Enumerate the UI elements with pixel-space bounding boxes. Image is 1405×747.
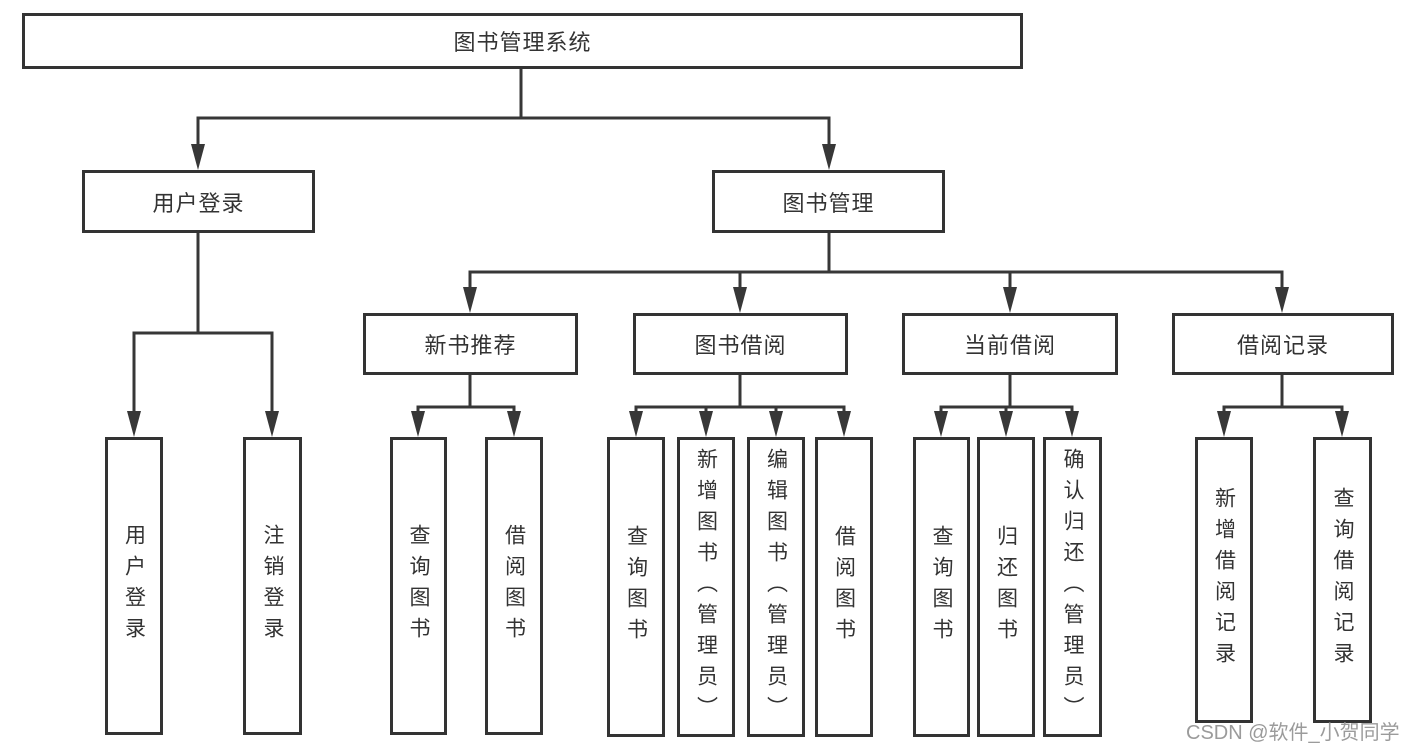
connector-borrowing-records-children — [1217, 375, 1349, 437]
node-book-management: 图书管理 — [712, 170, 945, 233]
leaf-query-books-3: 查询图书 — [913, 437, 970, 737]
leaf-query-borrow-record: 查询借阅记录 — [1313, 437, 1372, 723]
node-label: 新书推荐 — [424, 333, 517, 358]
arrowhead — [127, 411, 141, 437]
node-library-management-system: 图书管理系统 — [22, 13, 1023, 69]
node-label: 当前借阅 — [963, 333, 1056, 358]
leaf-logout-login: 注销登录 — [243, 437, 302, 735]
arrowhead — [411, 411, 425, 437]
leaf-user-login: 用户登录 — [105, 437, 163, 735]
connector-root-to-level2 — [191, 69, 836, 170]
arrowhead — [699, 411, 713, 437]
arrowhead — [1003, 287, 1017, 313]
leaf-edit-books-admin: 编辑图书（管理员） — [747, 437, 805, 737]
arrowhead — [463, 287, 477, 313]
connector-book-management-to-level3 — [463, 233, 1289, 313]
node-borrowing-records: 借阅记录 — [1172, 313, 1394, 375]
arrowhead — [1065, 411, 1079, 437]
arrowhead — [191, 144, 205, 170]
leaf-borrow-books-2: 借阅图书 — [815, 437, 873, 737]
node-label: 新增借阅记录 — [1212, 487, 1236, 673]
leaf-add-borrow-record: 新增借阅记录 — [1195, 437, 1253, 723]
node-user-login: 用户登录 — [82, 170, 315, 233]
arrowhead — [1275, 287, 1289, 313]
leaf-return-books: 归还图书 — [977, 437, 1035, 737]
arrowhead — [733, 287, 747, 313]
node-label: 查询图书 — [624, 525, 648, 649]
node-label: 新增图书（管理员） — [694, 447, 718, 727]
arrowhead — [507, 411, 521, 437]
arrowhead — [999, 411, 1013, 437]
arrowhead — [1217, 411, 1231, 437]
node-label: 归还图书 — [994, 525, 1018, 649]
node-label: 借阅图书 — [502, 524, 526, 648]
node-book-borrowing: 图书借阅 — [633, 313, 848, 375]
node-current-borrowing: 当前借阅 — [902, 313, 1118, 375]
leaf-borrow-books-1: 借阅图书 — [485, 437, 543, 735]
leaf-query-books-2: 查询图书 — [607, 437, 665, 737]
connector-current-borrowing-children — [934, 375, 1079, 437]
node-label: 查询图书 — [407, 524, 431, 648]
arrowhead — [1335, 411, 1349, 437]
connector-user-login-children — [127, 233, 279, 437]
arrowhead — [629, 411, 643, 437]
connector-book-borrowing-children — [629, 375, 851, 437]
leaf-query-books-1: 查询图书 — [390, 437, 447, 735]
node-label: 查询借阅记录 — [1331, 487, 1355, 673]
node-label: 确认归还（管理员） — [1061, 447, 1085, 727]
node-label: 用户登录 — [152, 190, 245, 216]
node-new-book-recommend: 新书推荐 — [363, 313, 578, 375]
arrowhead — [837, 411, 851, 437]
watermark: CSDN @软件_小贺同学 — [1186, 722, 1400, 744]
node-label: 查询图书 — [930, 525, 954, 649]
node-label: 图书借阅 — [694, 333, 787, 358]
arrowhead — [265, 411, 279, 437]
node-label: 注销登录 — [261, 524, 285, 648]
node-label: 借阅图书 — [832, 525, 856, 649]
node-label: 图书管理 — [782, 190, 875, 216]
node-label: 图书管理系统 — [453, 30, 592, 55]
leaf-confirm-return-admin: 确认归还（管理员） — [1043, 437, 1102, 737]
arrowhead — [769, 411, 783, 437]
node-label: 借阅记录 — [1236, 333, 1329, 358]
arrowhead — [822, 144, 836, 170]
node-label: 编辑图书（管理员） — [764, 447, 788, 727]
arrowhead — [934, 411, 948, 437]
connector-new-book-recommend-children — [411, 375, 521, 437]
leaf-add-books-admin: 新增图书（管理员） — [677, 437, 735, 737]
node-label: 用户登录 — [122, 524, 146, 648]
